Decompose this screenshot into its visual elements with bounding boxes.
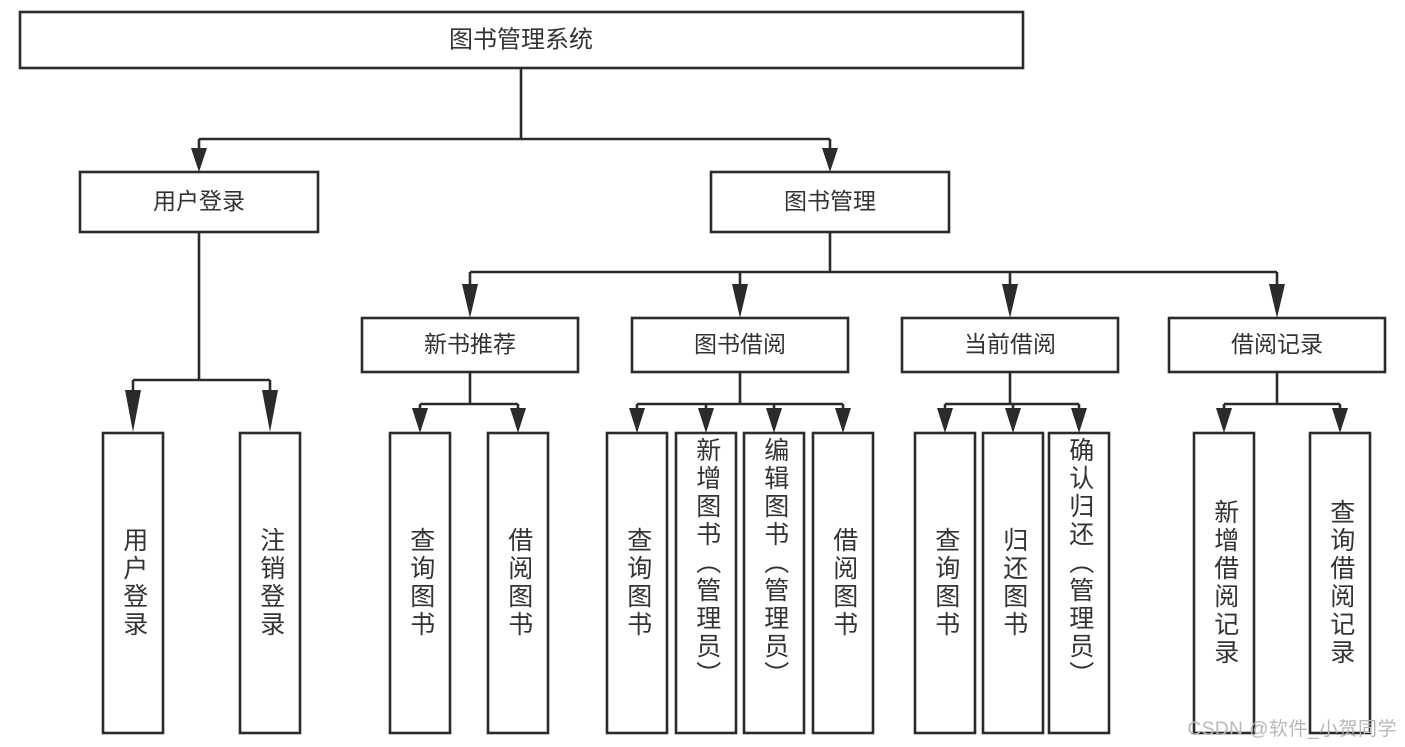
leaf-add-record-box[interactable] xyxy=(1192,431,1256,735)
node-book-borrow-box[interactable] xyxy=(630,316,850,374)
node-borrow-record-label: 借阅记录 xyxy=(1231,331,1323,357)
arrowhead-current-borrow xyxy=(1002,284,1018,318)
node-book-management-label: 图书管理 xyxy=(784,188,876,214)
node-root[interactable]: 图书管理系统 xyxy=(18,10,1025,70)
leaf-query-book-2-box[interactable] xyxy=(605,431,669,735)
arrowhead-borrow-record xyxy=(1269,284,1285,318)
arrowhead-book-borrow xyxy=(732,284,748,318)
arrowhead-leaf-query-book-3 xyxy=(937,408,953,433)
leaf-user-logout-box[interactable] xyxy=(238,431,302,735)
leaf-query-record-box[interactable] xyxy=(1308,431,1372,735)
connectors-new-book-to-leaves xyxy=(412,372,526,433)
connectors-book-borrow-to-leaves xyxy=(629,372,851,433)
node-user-login[interactable]: 用户登录 xyxy=(78,170,320,234)
arrowhead-book-management xyxy=(822,148,838,172)
arrowhead-leaf-add-record xyxy=(1216,408,1232,433)
node-book-management-box[interactable] xyxy=(709,170,951,234)
node-user-login-box[interactable] xyxy=(78,170,320,234)
node-root-box[interactable] xyxy=(18,10,1025,70)
arrowhead-leaf-query-book-1 xyxy=(412,408,428,433)
arrowhead-leaf-query-book-2 xyxy=(629,408,645,433)
arrowhead-leaf-add-book xyxy=(698,408,714,433)
arrowhead-user-login xyxy=(191,148,207,172)
leaf-add-book-box[interactable] xyxy=(674,431,738,735)
connectors-root-to-level2 xyxy=(191,68,838,172)
arrowhead-leaf-borrow-book-2 xyxy=(835,408,851,433)
node-borrow-record[interactable]: 借阅记录 xyxy=(1167,316,1387,374)
leaf-borrow-book-1-box[interactable] xyxy=(486,431,550,735)
connectors-current-borrow-to-leaves xyxy=(937,372,1087,433)
leaf-edit-book-box[interactable] xyxy=(742,431,806,735)
arrowhead-leaf-user-login xyxy=(125,390,141,432)
arrowhead-leaf-edit-book xyxy=(766,408,782,433)
node-new-book-recommend[interactable]: 新书推荐 xyxy=(360,316,580,374)
leaf-query-book-1-box[interactable] xyxy=(388,431,452,735)
arrowhead-leaf-return-book xyxy=(1005,408,1021,433)
arrowhead-leaf-user-logout xyxy=(262,390,278,432)
node-borrow-record-box[interactable] xyxy=(1167,316,1387,374)
node-current-borrow-box[interactable] xyxy=(900,316,1120,374)
connectors-user-login-to-leaves xyxy=(125,232,278,432)
leaf-return-book-box[interactable] xyxy=(981,431,1045,735)
node-user-login-label: 用户登录 xyxy=(153,188,245,214)
arrowhead-leaf-borrow-book-1 xyxy=(510,408,526,433)
arrowhead-new-book-recommend xyxy=(462,284,478,318)
leaf-user-login-box[interactable] xyxy=(101,431,165,735)
node-new-book-recommend-box[interactable] xyxy=(360,316,580,374)
watermark-text: CSDN @软件_小贺同学 xyxy=(1187,719,1397,740)
connectors-borrow-record-to-leaves xyxy=(1216,372,1348,433)
node-new-book-recommend-label: 新书推荐 xyxy=(424,331,516,357)
node-current-borrow[interactable]: 当前借阅 xyxy=(900,316,1120,374)
node-root-label: 图书管理系统 xyxy=(449,26,593,53)
arrowhead-leaf-query-record xyxy=(1332,408,1348,433)
arrowhead-leaf-confirm-return xyxy=(1071,408,1087,433)
node-book-borrow-label: 图书借阅 xyxy=(694,331,786,357)
node-book-borrow[interactable]: 图书借阅 xyxy=(630,316,850,374)
node-book-management[interactable]: 图书管理 xyxy=(709,170,951,234)
node-current-borrow-label: 当前借阅 xyxy=(964,331,1056,357)
leaf-confirm-return-box[interactable] xyxy=(1047,431,1111,735)
leaf-boxes xyxy=(101,431,1372,735)
connectors-book-management-to-level3 xyxy=(462,232,1285,318)
leaf-query-book-3-box[interactable] xyxy=(913,431,977,735)
leaf-borrow-book-2-box[interactable] xyxy=(811,431,875,735)
